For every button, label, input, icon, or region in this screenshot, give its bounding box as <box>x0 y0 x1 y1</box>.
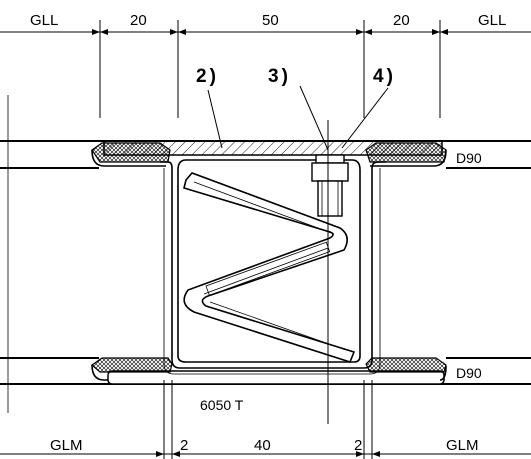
dim-left-glm: GLM <box>50 437 83 454</box>
gasket-top-right <box>365 142 447 167</box>
dim-left-20: 20 <box>130 12 147 29</box>
dim-center-50: 50 <box>262 12 279 29</box>
top-dimension-line <box>0 20 531 118</box>
gasket-top-left <box>91 142 171 167</box>
u-profile <box>160 159 386 375</box>
dim-right-2: 2 <box>354 437 362 454</box>
bottom-base-plate <box>107 370 445 385</box>
bottom-dimension-line <box>0 380 531 459</box>
label-profile: 6050 T <box>200 397 244 413</box>
label-d90-top: D90 <box>456 150 482 166</box>
callout-2: 2) <box>196 66 219 87</box>
dim-right-gll: GLL <box>478 12 506 29</box>
label-d90-bottom: D90 <box>456 365 482 381</box>
dim-right-20: 20 <box>393 12 410 29</box>
callout-4: 4) <box>373 66 396 87</box>
gasket-bottom-left <box>91 357 173 381</box>
dim-right-glm: GLM <box>446 437 479 454</box>
dim-center-40: 40 <box>254 437 271 454</box>
callout-3: 3) <box>268 66 291 87</box>
dim-left-2: 2 <box>180 437 188 454</box>
screw <box>311 120 349 424</box>
callout-leaders <box>207 85 389 151</box>
dim-left-gll: GLL <box>30 12 58 29</box>
